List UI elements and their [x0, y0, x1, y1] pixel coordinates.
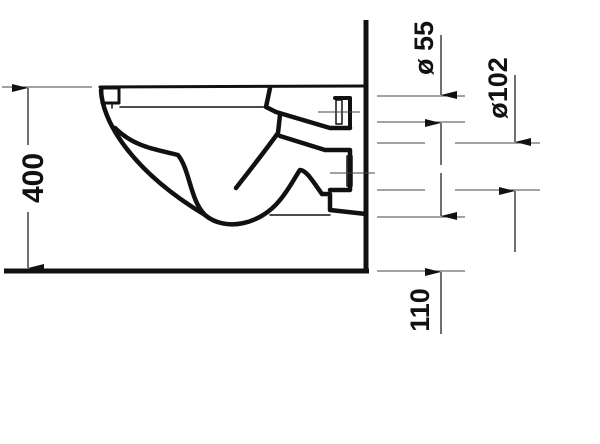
toilet-bowl-outline — [98, 84, 369, 227]
dimension-outlet-height-110: 110 — [405, 268, 442, 334]
dimension-label-d102: ø102 — [483, 57, 513, 119]
dimension-label-400: 400 — [17, 153, 50, 203]
dimension-height-400: 400 — [2, 84, 92, 272]
dimension-outlet-diameter-102: ø102 — [483, 57, 531, 252]
centerlines — [318, 111, 375, 174]
dimension-label-110: 110 — [405, 288, 435, 332]
dimension-label-d55: ø 55 — [409, 21, 439, 75]
dimension-inlet-diameter-55: ø 55 — [409, 21, 457, 220]
